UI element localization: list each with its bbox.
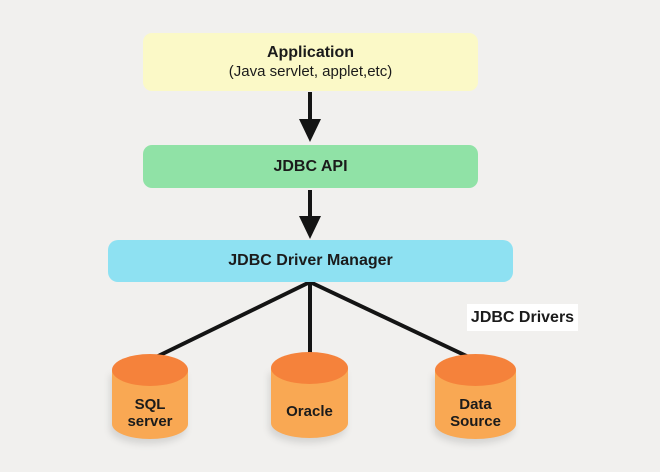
application-title: Application	[266, 44, 355, 61]
application-subtitle: (Java servlet, applet,etc)	[228, 63, 393, 80]
database-cylinder-sql-server: SQL server	[112, 354, 188, 439]
database-cylinder-data-source: Data Source	[435, 354, 516, 439]
database-cylinder-oracle: Oracle	[271, 352, 348, 438]
sql-server-label-line1: SQL	[134, 395, 166, 413]
data-source-label-line1: Data	[459, 395, 492, 413]
sql-server-label-line2: server	[127, 412, 173, 430]
data-source-label-line2: Source	[450, 412, 501, 430]
line-driver-manager-to-data-source	[309, 280, 476, 362]
arrow-api-to-driver-manager-head	[299, 216, 321, 239]
jdbc-driver-manager-label: JDBC Driver Manager	[228, 252, 393, 269]
application-node: Application (Java servlet, applet,etc)	[143, 33, 478, 91]
jdbc-api-label: JDBC API	[273, 157, 348, 175]
cylinder-top	[435, 354, 516, 386]
jdbc-driver-manager-node: JDBC Driver Manager	[108, 240, 513, 282]
jdbc-drivers-annotation: JDBC Drivers	[467, 304, 578, 331]
arrow-application-to-api-head	[299, 119, 321, 142]
oracle-label-line1: Oracle	[286, 402, 333, 420]
cylinder-top	[112, 354, 188, 386]
sql-server-label: SQL server	[127, 396, 172, 430]
jdbc-api-node: JDBC API	[143, 145, 478, 188]
jdbc-drivers-annotation-label: JDBC Drivers	[470, 308, 575, 326]
line-driver-manager-to-sql-server	[149, 280, 311, 362]
oracle-label: Oracle	[286, 403, 333, 420]
cylinder-top	[271, 352, 348, 384]
data-source-label: Data Source	[450, 396, 501, 430]
